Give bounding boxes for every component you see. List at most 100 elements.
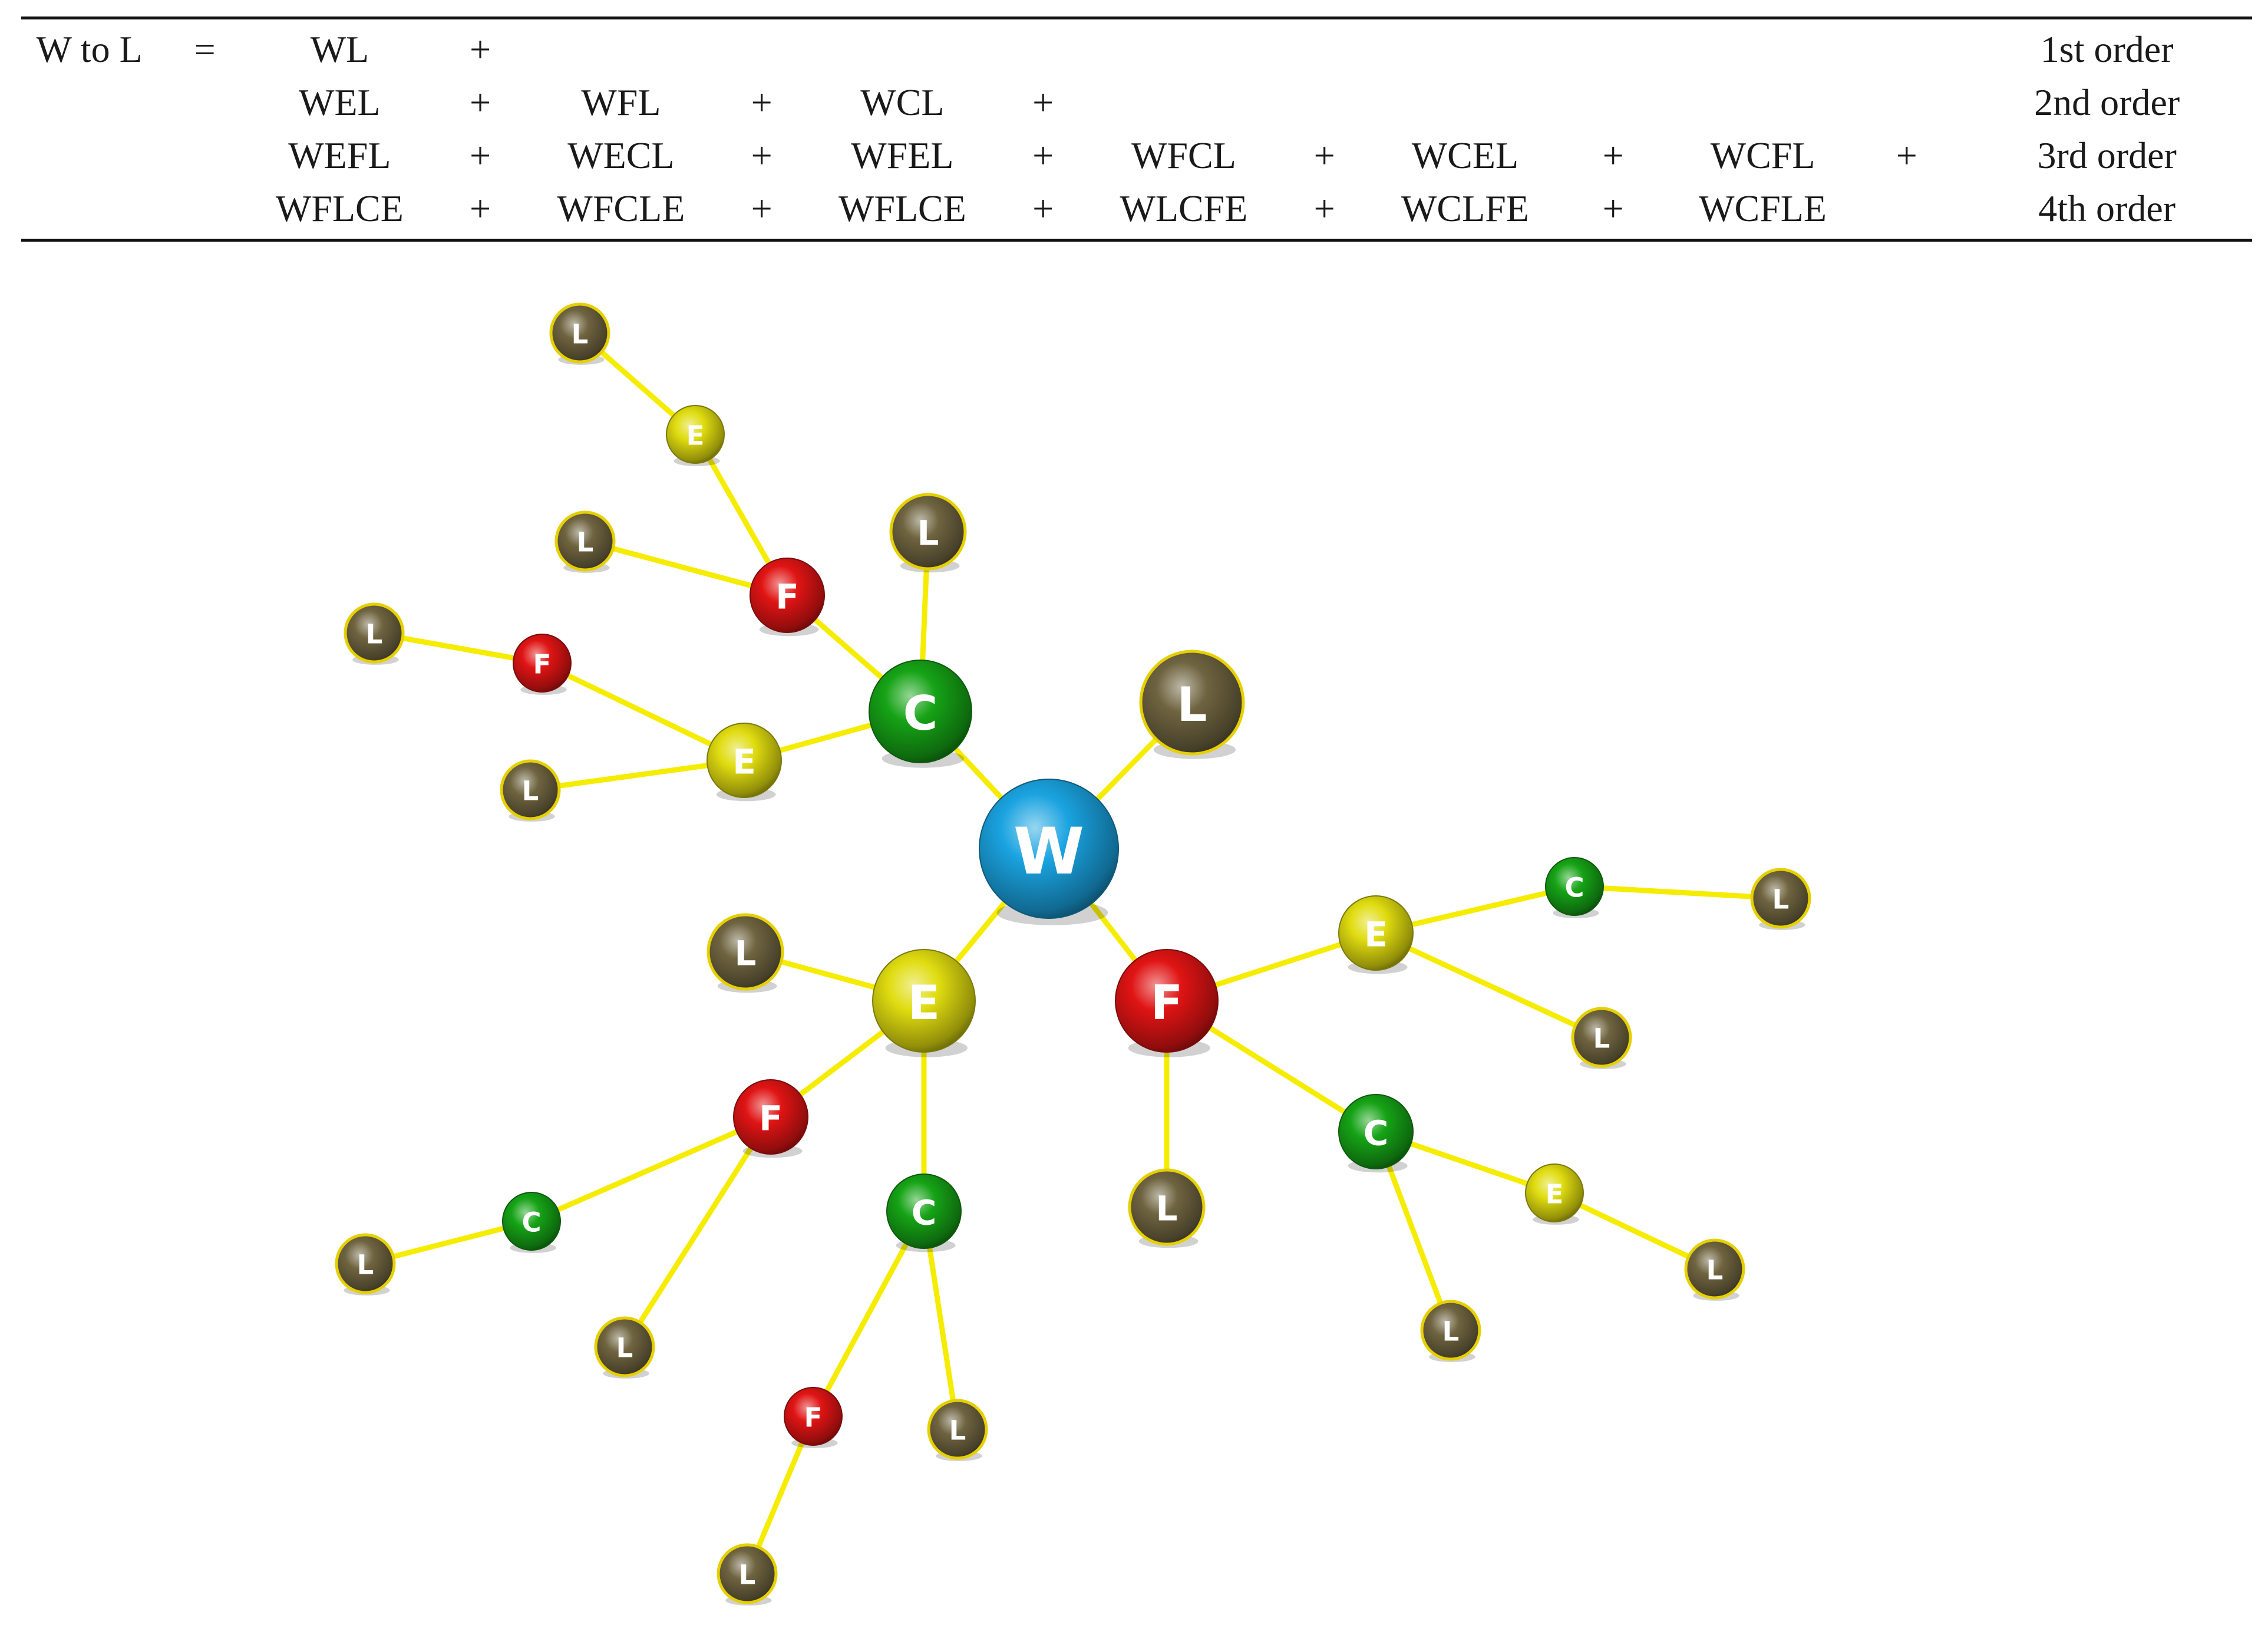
node-label: E [908, 975, 940, 1030]
node-F5: F [1115, 949, 1219, 1057]
node-label: L [572, 318, 589, 350]
node-label: F [533, 648, 552, 680]
node-F1: F [750, 558, 825, 637]
node-L9: L [927, 1399, 988, 1461]
node-label: L [357, 1249, 374, 1280]
table-cell: WEL [299, 81, 381, 123]
table-cell: WCLFE [1401, 187, 1529, 229]
node-L14: L [1684, 1238, 1745, 1301]
table-cell: + [1032, 81, 1054, 123]
node-E1: E [666, 405, 725, 466]
table-cell: + [1602, 187, 1624, 229]
table-cell: + [1602, 134, 1624, 176]
table-cell: + [1032, 134, 1054, 176]
node-E3: E [872, 949, 976, 1057]
table-cell: 4th order [2038, 187, 2176, 229]
node-label: L [366, 618, 383, 650]
node-sphere [335, 1233, 396, 1294]
table-cell: WEFL [288, 134, 391, 176]
table-cell: + [470, 81, 491, 123]
table-cell: WFEL [851, 134, 954, 176]
node-C1: C [869, 660, 972, 768]
node-label: L [1156, 1189, 1178, 1229]
node-L1: L [889, 493, 967, 573]
node-E5: E [1525, 1163, 1584, 1225]
table-cell: + [751, 134, 772, 176]
node-label: C [912, 1193, 937, 1233]
edge-C4-L12 [1574, 884, 1781, 901]
node-L10: L [717, 1543, 778, 1606]
node-sphere [666, 405, 725, 464]
node-label: F [1151, 975, 1183, 1030]
table-cell: + [470, 28, 491, 70]
node-L4: L [344, 602, 405, 665]
node-sphere [1338, 1094, 1414, 1169]
node-L5: L [500, 759, 561, 822]
node-sphere [1338, 895, 1414, 971]
node-C3: C [886, 1174, 962, 1252]
node-sphere [1139, 650, 1245, 756]
table-cell: WFL [581, 81, 661, 123]
node-sphere [869, 660, 972, 763]
table-cell: + [751, 187, 772, 229]
node-label: E [732, 742, 756, 782]
node-sphere [594, 1316, 655, 1377]
table-cell: + [751, 81, 772, 123]
node-sphere [889, 493, 967, 571]
node-sphere [872, 949, 976, 1053]
table-cell: 1st order [2040, 28, 2174, 70]
node-label: C [1564, 872, 1584, 903]
node-sphere [500, 759, 561, 820]
node-label: C [1364, 1113, 1389, 1153]
node-sphere [927, 1399, 988, 1460]
node-L12: L [1750, 868, 1811, 930]
node-label: L [577, 526, 594, 558]
edge-E4-L13 [1375, 930, 1603, 1040]
node-label: L [1593, 1023, 1610, 1054]
table-cell: WLCFE [1120, 187, 1248, 229]
node-label: L [949, 1415, 966, 1446]
table-cell: + [470, 134, 491, 176]
table-cell: + [1032, 187, 1054, 229]
node-C5: C [1338, 1094, 1414, 1173]
node-label: L [1772, 884, 1790, 915]
table-cell: + [1896, 134, 1917, 176]
node-sphere [1115, 949, 1219, 1053]
node-sphere [707, 913, 784, 991]
table-cell: W to L [36, 28, 143, 70]
table-cell: WCFL [1710, 134, 1815, 176]
node-sphere [717, 1543, 778, 1604]
node-sphere [886, 1174, 962, 1249]
table-cell: 2nd order [2034, 81, 2180, 123]
node-E2: E [707, 723, 782, 802]
node-label: L [1706, 1254, 1724, 1286]
table-cell: WCL [860, 81, 945, 123]
table-cell: + [1313, 187, 1335, 229]
node-sphere [1545, 857, 1604, 916]
node-label: F [775, 577, 799, 617]
node-sphere [979, 779, 1119, 919]
node-sphere [784, 1387, 843, 1446]
table-cell: + [470, 187, 491, 229]
node-sphere [733, 1079, 808, 1155]
table-cell: = [194, 28, 216, 70]
node-L2: L [554, 510, 616, 573]
table-cell: WFCL [1131, 134, 1236, 176]
table-row: WEL + WFL + WCL +2nd order [21, 76, 2252, 129]
node-sphere [1750, 868, 1811, 929]
table-cell: WCEL [1411, 134, 1519, 176]
table-cell: + [1313, 134, 1335, 176]
edge-F3-L8 [622, 1115, 773, 1349]
node-label: E [1546, 1178, 1564, 1209]
node-label: C [903, 686, 938, 741]
table-row: W to L=WL+1st order [21, 18, 2252, 77]
node-label: L [616, 1332, 633, 1363]
node-sphere [707, 723, 782, 798]
table-cell: WFCLE [557, 187, 685, 229]
edge-C3-F4 [811, 1209, 926, 1418]
node-L6: L [707, 913, 784, 993]
